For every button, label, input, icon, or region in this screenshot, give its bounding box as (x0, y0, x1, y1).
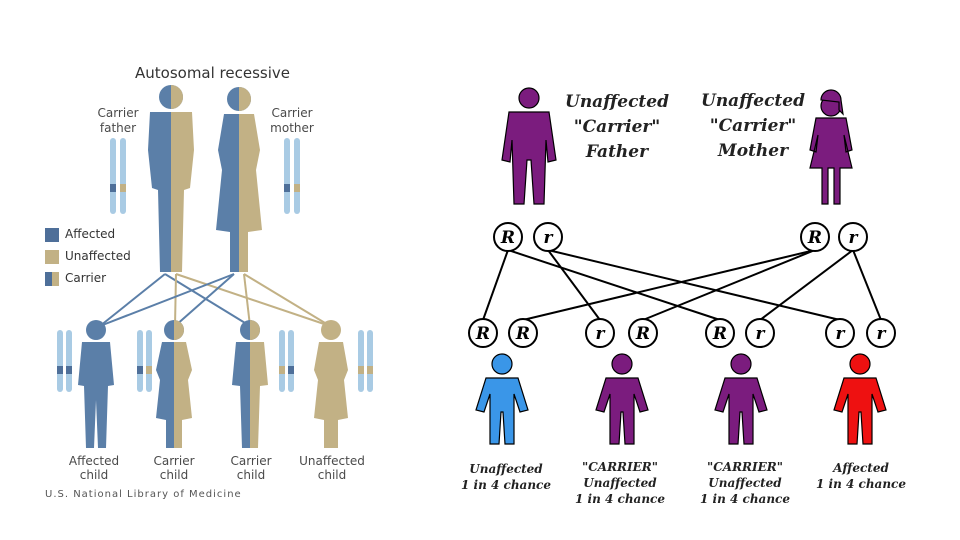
inheritance-lines-left (99, 273, 331, 327)
unaffected-child-figure (314, 320, 348, 448)
father-chromosomes (110, 138, 126, 214)
father-allele-1: R (500, 228, 515, 248)
parent-allele-circles (493, 222, 868, 252)
affected-child-figure (78, 320, 114, 448)
legend-affected: Affected (45, 226, 115, 242)
child-2-allele-1: r (596, 324, 606, 344)
child-rr-affected-figure (833, 353, 887, 445)
carrier-mother-figure (216, 87, 262, 272)
child-3-caption: "CARRIER" Unaffected 1 in 4 chance (700, 460, 790, 506)
child-1-allele-1: R (475, 324, 490, 344)
child-3-allele-2: r (756, 324, 766, 344)
child-rR-carrier-figure (595, 353, 649, 445)
child-4-allele-1: r (836, 324, 846, 344)
mother-allele-2: r (849, 228, 859, 248)
child-1-caption: Unaffected 1 in 4 chance (461, 462, 551, 492)
child-2-allele-2: R (635, 324, 650, 344)
source-credit: U.S. National Library of Medicine (45, 489, 242, 500)
father-allele-2: r (544, 228, 554, 248)
carrier-swatch (45, 271, 59, 286)
punnett-cross-lines (482, 249, 882, 321)
left-diagram-title: Autosomal recessive (135, 64, 291, 82)
child-Rr-carrier-figure (714, 353, 768, 445)
father-caption: Unaffected "Carrier" Father (565, 92, 669, 162)
legend-unaffected: Unaffected (45, 248, 131, 264)
carrier-child-1-figure (156, 320, 192, 448)
mother-caption: Unaffected "Carrier" Mother (701, 91, 805, 161)
child-2-caption: "CARRIER" Unaffected 1 in 4 chance (575, 460, 665, 506)
affected-swatch (45, 227, 59, 242)
unaffected-swatch (45, 249, 59, 264)
child-1-allele-2: R (515, 324, 530, 344)
mother-figure (809, 89, 853, 205)
father-figure (501, 87, 557, 205)
mother-chromosomes (284, 138, 300, 214)
child-rr-unaffected-figure (475, 353, 529, 445)
carrier-father-figure (148, 85, 194, 272)
child-4-caption: Affected 1 in 4 chance (816, 461, 906, 491)
legend-carrier: Carrier (45, 270, 106, 286)
mother-allele-1: R (807, 228, 822, 248)
carrier-child-2-figure (232, 320, 268, 448)
child-3-allele-1: R (712, 324, 727, 344)
children-chromosomes (57, 330, 373, 392)
child-allele-circles (468, 318, 896, 348)
child-4-allele-2: r (877, 324, 887, 344)
